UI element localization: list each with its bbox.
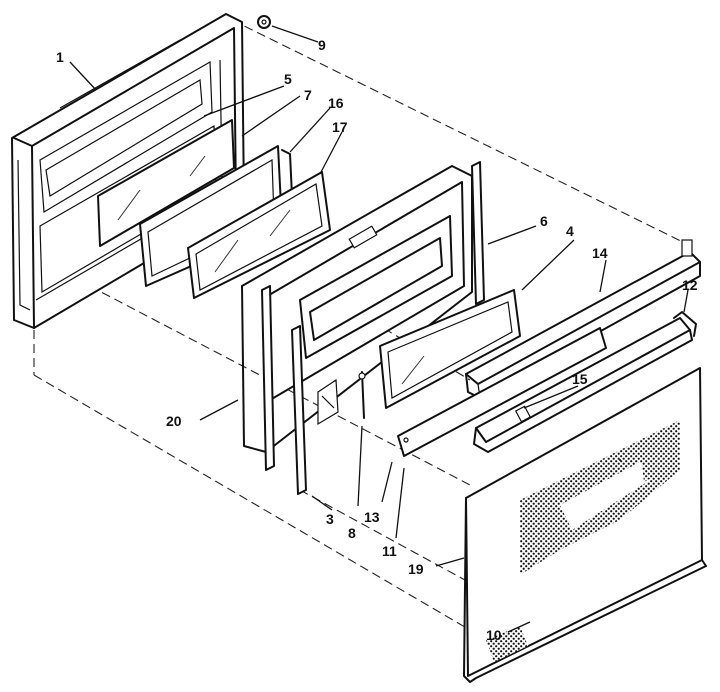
- side-channel-3: [261, 285, 307, 495]
- callout-4: 4: [566, 223, 574, 239]
- callout-14: 14: [592, 245, 608, 261]
- callout-labels: 1 3 4 5 6 7 8 9 10 11 12 13 14 15 16 17 …: [56, 37, 698, 643]
- screw-9: [257, 15, 271, 29]
- callout-20: 20: [166, 413, 182, 429]
- bracket-8: [317, 371, 366, 426]
- callout-1: 1: [56, 49, 64, 65]
- glass-panel-17: [187, 171, 331, 299]
- callout-10: 10: [486, 627, 502, 643]
- side-rail-6: [471, 161, 485, 305]
- callout-17: 17: [332, 119, 348, 135]
- callout-5: 5: [284, 71, 292, 87]
- callout-16: 16: [328, 95, 344, 111]
- callout-9: 9: [318, 37, 326, 53]
- callout-3: 3: [326, 511, 334, 527]
- callout-13: 13: [364, 509, 380, 525]
- strip-11-13: [397, 327, 607, 457]
- callout-19: 19: [408, 561, 424, 577]
- handle-12: [473, 311, 697, 453]
- callout-12: 12: [682, 277, 698, 293]
- callout-7: 7: [304, 87, 312, 103]
- callout-6: 6: [540, 213, 548, 229]
- callout-11: 11: [382, 543, 397, 559]
- glass-4: [379, 289, 521, 409]
- inner-glass-5: [97, 119, 235, 247]
- callout-15: 15: [572, 371, 588, 387]
- callout-8: 8: [348, 525, 356, 541]
- insulation-panel-20: [241, 165, 473, 453]
- outer-panel-19: [463, 367, 707, 683]
- leader-lines: [69, 25, 689, 633]
